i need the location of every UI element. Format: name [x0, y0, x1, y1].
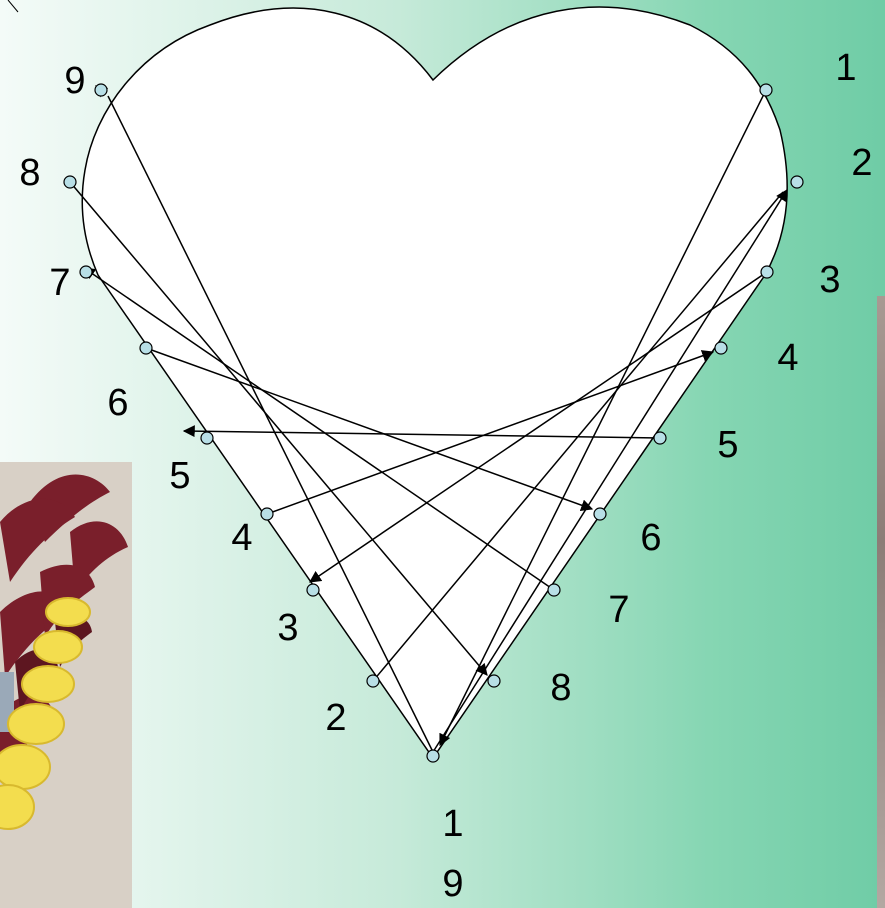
- right-label-8: 8: [550, 667, 571, 709]
- right-point-4: [715, 342, 727, 354]
- heart-outline: [82, 7, 787, 758]
- left-label-8: 8: [19, 152, 40, 194]
- left-label-2: 2: [325, 697, 346, 739]
- right-label-1: 1: [835, 47, 856, 89]
- right-label-5: 5: [717, 424, 738, 466]
- left-label-7: 7: [49, 262, 70, 304]
- right-label-4: 4: [777, 337, 798, 379]
- right-point-5: [654, 432, 666, 444]
- left-point-8: [64, 176, 76, 188]
- left-point-6: [140, 342, 152, 354]
- left-point-3: [307, 584, 319, 596]
- left-point-7: [80, 266, 92, 278]
- left-point-2: [367, 675, 379, 687]
- right-point-7: [548, 584, 560, 596]
- right-label-2: 2: [851, 142, 872, 184]
- right-point-2: [791, 176, 803, 188]
- left-label-5: 5: [169, 455, 190, 497]
- right-point-6: [594, 508, 606, 520]
- bottom-label-1: 1: [442, 803, 463, 845]
- bottom-point: [427, 750, 439, 762]
- left-label-9: 9: [64, 60, 85, 102]
- right-label-6: 6: [640, 517, 661, 559]
- corner-mark: [8, 0, 18, 12]
- bottom-label-2: 9: [442, 863, 463, 905]
- right-point-1: [760, 84, 772, 96]
- left-point-5: [201, 432, 213, 444]
- left-label-3: 3: [277, 607, 298, 649]
- left-point-9: [95, 84, 107, 96]
- left-point-4: [261, 508, 273, 520]
- right-label-7: 7: [608, 589, 629, 631]
- left-label-4: 4: [231, 517, 252, 559]
- right-point-3: [761, 266, 773, 278]
- right-label-3: 3: [819, 259, 840, 301]
- left-label-6: 6: [107, 382, 128, 424]
- right-point-8: [488, 675, 500, 687]
